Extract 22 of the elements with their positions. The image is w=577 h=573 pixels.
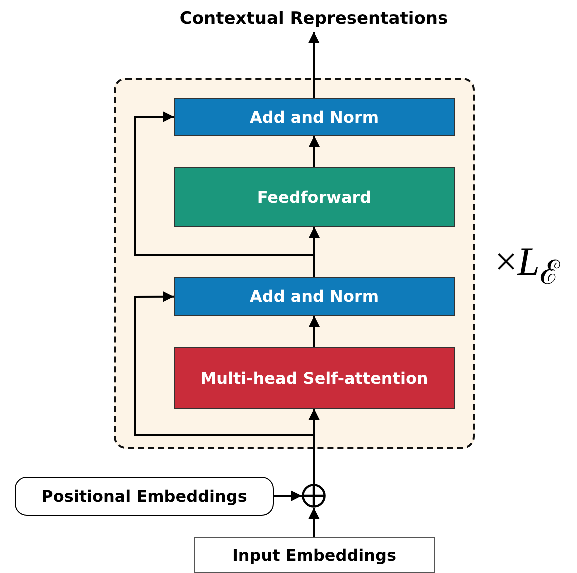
process-box [174, 98, 455, 136]
output-label: Contextual Representations [180, 9, 448, 29]
process-box [174, 167, 455, 227]
process-box [174, 277, 455, 316]
process-box [174, 347, 455, 409]
process-box [194, 537, 435, 573]
arrow [134, 291, 316, 484]
box-label: Add and Norm [250, 108, 379, 126]
repeat-count-label: ×L$_{ℰ}$ [495, 242, 560, 290]
arrow [134, 112, 316, 277]
box-label: Feedforward [257, 188, 372, 206]
arrow [308, 32, 320, 98]
arrow [309, 136, 320, 167]
box-label: Add and Norm [250, 287, 379, 306]
arrow [308, 508, 320, 537]
box-label: Input Embeddings [232, 546, 397, 564]
box-label: Positional Embeddings [42, 487, 248, 506]
process-box [15, 477, 274, 516]
repeat-block [114, 78, 475, 449]
box-label: Multi-head Self-attention [200, 368, 428, 388]
arrow [274, 490, 302, 502]
arrow [309, 316, 320, 347]
